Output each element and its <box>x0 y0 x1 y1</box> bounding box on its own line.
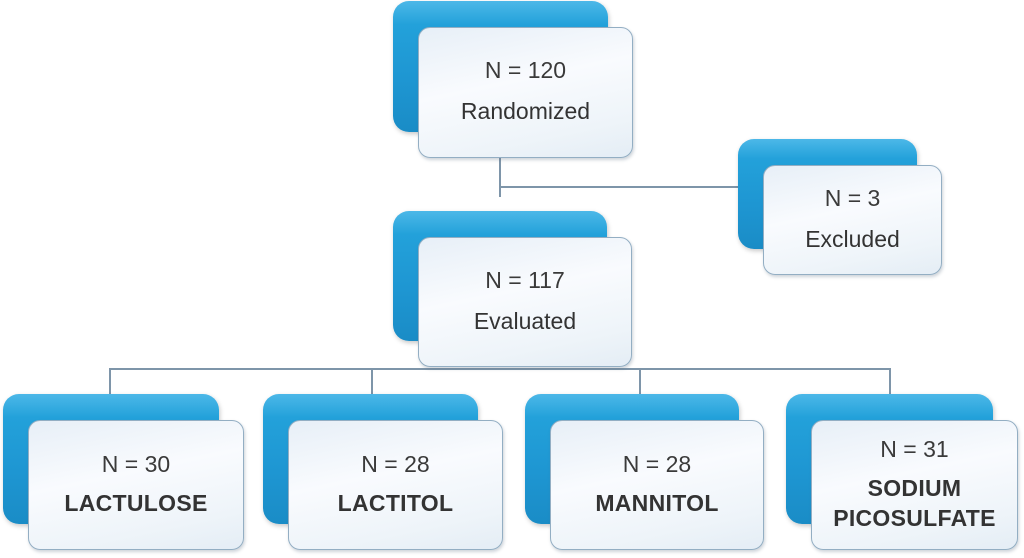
node-evaluated: N = 117 Evaluated <box>393 211 632 367</box>
node-lactulose-panel: N = 30 LACTULOSE <box>28 420 244 550</box>
excluded-label: Excluded <box>805 225 900 252</box>
node-lactulose: N = 30 LACTULOSE <box>3 394 244 550</box>
sodium-picosulfate-count: N = 31 <box>880 435 949 462</box>
sodium-picosulfate-label: SODIUM PICOSULFATE <box>833 475 996 531</box>
connector-excluded-branch <box>499 186 756 188</box>
node-sodium-picosulfate-panel: N = 31 SODIUM PICOSULFATE <box>811 420 1018 550</box>
node-mannitol: N = 28 MANNITOL <box>525 394 764 550</box>
randomized-label: Randomized <box>460 98 591 125</box>
evaluated-label: Evaluated <box>473 307 577 334</box>
lactitol-label: LACTITOL <box>337 489 454 516</box>
mannitol-label: MANNITOL <box>595 489 719 516</box>
node-evaluated-panel: N = 117 Evaluated <box>418 237 632 367</box>
connector-drop-lactitol <box>371 368 373 394</box>
excluded-count: N = 3 <box>824 184 881 211</box>
node-randomized-panel: N = 120 Randomized <box>418 27 633 158</box>
mannitol-count: N = 28 <box>622 450 692 477</box>
node-lactitol: N = 28 LACTITOL <box>263 394 503 550</box>
lactulose-label: LACTULOSE <box>64 489 208 516</box>
connector-drop-sodium <box>889 368 891 396</box>
randomized-count: N = 120 <box>484 57 567 84</box>
connector-drop-lactulose <box>109 368 111 394</box>
evaluated-count: N = 117 <box>485 266 565 293</box>
node-excluded: N = 3 Excluded <box>738 139 942 275</box>
node-randomized: N = 120 Randomized <box>393 1 633 158</box>
node-excluded-panel: N = 3 Excluded <box>763 165 942 275</box>
connector-fanout-horizontal <box>109 368 891 370</box>
lactulose-count: N = 30 <box>101 450 171 477</box>
lactitol-count: N = 28 <box>361 450 430 477</box>
node-mannitol-panel: N = 28 MANNITOL <box>550 420 764 550</box>
connector-drop-mannitol <box>639 368 641 396</box>
node-sodium-picosulfate: N = 31 SODIUM PICOSULFATE <box>786 394 1018 550</box>
connector-randomized-down <box>499 158 501 197</box>
node-lactitol-panel: N = 28 LACTITOL <box>288 420 503 550</box>
